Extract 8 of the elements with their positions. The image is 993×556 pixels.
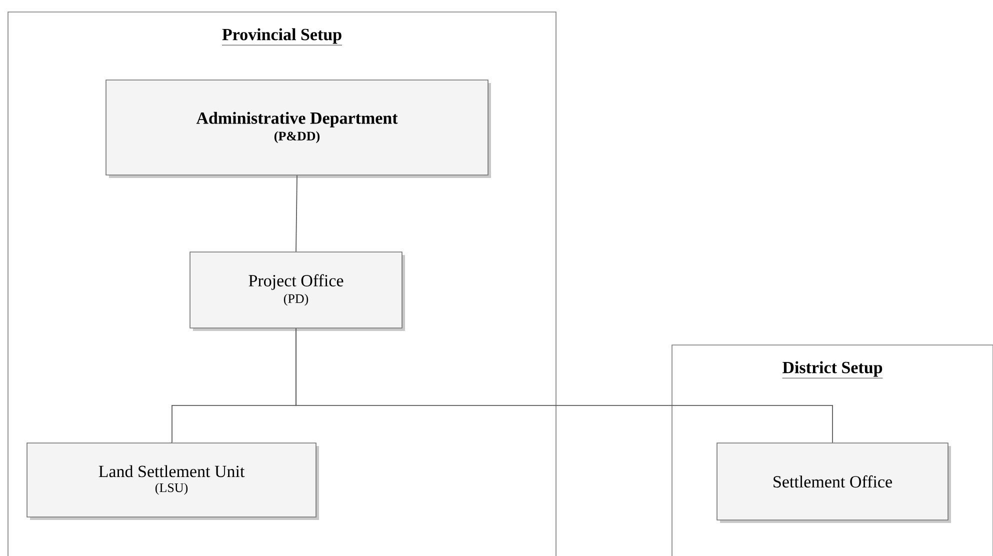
org-box: Settlement Office	[716, 442, 951, 523]
org-box: Land Settlement Unit (LSU)	[26, 442, 319, 520]
connector-line	[296, 328, 833, 444]
org-box: Administrative Department (P&DD)	[106, 80, 491, 178]
frame-heading: District Setup	[782, 361, 883, 378]
frame-heading: Provincial Setup	[222, 28, 342, 46]
org-box: Project Office (PD)	[190, 252, 405, 331]
connector-line	[296, 174, 298, 252]
